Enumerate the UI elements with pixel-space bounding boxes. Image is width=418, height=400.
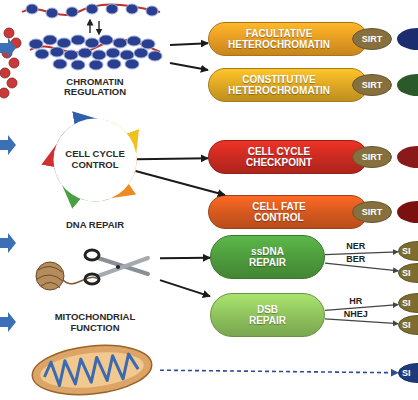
cycle-circle: CELL CYCLE CONTROL	[53, 118, 137, 202]
category-label: MITOCHONDRIAL FUNCTION	[30, 312, 160, 400]
sirtuin-name: SIRT	[362, 207, 383, 217]
sirtuin-oval: SIRT	[352, 146, 392, 168]
process-title: ssDNA REPAIR	[238, 246, 298, 268]
process-pill: FACULTATIVE HETEROCHROMATIN	[208, 22, 368, 56]
sirtuin-name: SIRT	[362, 152, 383, 162]
outline-shape	[353, 202, 392, 223]
sirtuin-oval: SI	[398, 363, 418, 383]
sirtuin-name: SI	[402, 320, 411, 330]
sirtuin-name: SI	[402, 298, 411, 308]
category-title: CHROMATIN REGULATION	[45, 77, 145, 98]
process-title: FACULTATIVE HETEROCHROMATIN	[217, 28, 342, 50]
connector-arrow	[137, 158, 208, 159]
process-pill: CELL CYCLE CHECKPOINT	[208, 140, 368, 174]
sirtuin-oval: SI	[398, 315, 418, 335]
connector-arrow	[170, 43, 208, 45]
compact-chromatin	[29, 35, 162, 70]
process-title: DSB REPAIR	[238, 304, 298, 326]
outline-shape	[353, 75, 392, 96]
mitochondrion	[30, 340, 154, 400]
process-title: CELL CYCLE CHECKPOINT	[229, 146, 329, 168]
scissors	[85, 250, 148, 284]
dashed-arrow	[160, 370, 398, 373]
process-pill: CONSTITUTIVE HETEROCHROMATIN	[208, 68, 368, 102]
pathway-label: BER	[346, 254, 365, 264]
outline-shape	[353, 29, 392, 50]
repair-pill: ssDNA REPAIR	[210, 235, 325, 279]
connector-arrow	[160, 257, 210, 260]
open-chromatin	[22, 4, 160, 18]
category-title: MITOCHONDRIAL FUNCTION	[40, 312, 150, 333]
outline-shape	[399, 264, 418, 283]
outline-shape	[399, 242, 418, 261]
connector-arrow	[325, 319, 398, 324]
repair-pill: DSB REPAIR	[210, 293, 325, 337]
outline-shape	[54, 119, 137, 202]
sirtuin-oval: SI	[398, 241, 418, 261]
yarn-ball	[36, 262, 100, 290]
outline-shape	[399, 316, 418, 335]
sirtuin-name: SI	[402, 246, 411, 256]
process-title: CONSTITUTIVE HETEROCHROMATIN	[217, 74, 342, 96]
chromatin-chain	[0, 28, 21, 98]
category-label: CHROMATIN REGULATION	[20, 0, 170, 98]
process-pill: CELL FATE CONTROL	[208, 195, 368, 229]
connector-arrow	[160, 280, 210, 296]
chromatin-switch-arrows	[90, 21, 99, 33]
sirtuin-oval: SIRT	[352, 28, 392, 50]
category-title: DNA REPAIR	[66, 220, 124, 231]
pathway-label: HR	[349, 296, 362, 306]
process-title: CELL FATE CONTROL	[234, 201, 324, 223]
connector-arrow	[136, 171, 225, 195]
sirtuin-oval: SIRT	[352, 201, 392, 223]
sirtuin-oval: SI	[398, 293, 418, 313]
outline-shape	[399, 294, 418, 313]
pathway-label: NER	[346, 241, 365, 251]
sirtuin-name: SIRT	[362, 80, 383, 90]
outline-shape	[399, 364, 418, 383]
sirtuin-name: SI	[402, 268, 411, 278]
sirtuin-oval: SIRT	[352, 74, 392, 96]
connector-arrow	[325, 252, 398, 255]
sirtuin-oval: SI	[398, 263, 418, 283]
cropped-partner-ovals	[397, 28, 418, 223]
sirtuin-name: SIRT	[362, 34, 383, 44]
connector-arrow	[170, 63, 208, 70]
incoming-arrows	[0, 38, 16, 332]
sirtuin-name: SI	[402, 368, 411, 378]
pathway-label: NHEJ	[344, 309, 368, 319]
category-label: DNA REPAIR	[30, 220, 160, 298]
category-title: CELL CYCLE CONTROL	[64, 149, 126, 170]
outline-shape	[353, 147, 392, 168]
